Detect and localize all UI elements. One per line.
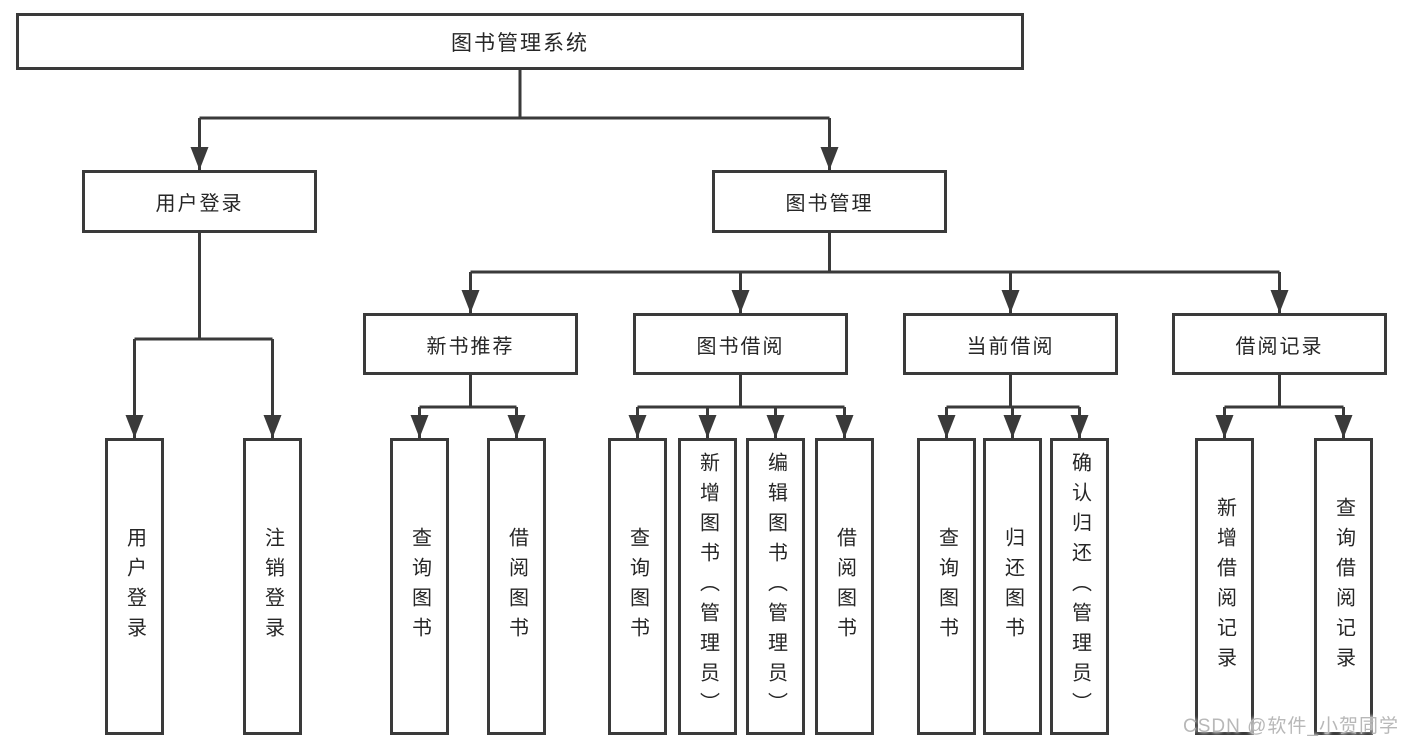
node-user-login: 用户登录: [82, 170, 317, 233]
watermark: CSDN @软件_小贺同学: [1183, 716, 1399, 737]
leaf-br-add-record: 新增借阅记录: [1195, 438, 1254, 735]
connector-book-management: [470, 233, 1280, 274]
node-current-borrow: 当前借阅: [903, 313, 1118, 375]
leaf-nbr-query-books: 查询图书: [390, 438, 449, 735]
node-borrow-records: 借阅记录: [1172, 313, 1387, 375]
leaf-cb-query-books: 查询图书: [917, 438, 976, 735]
leaf-bb-add-books-admin: 新增图书（管理员）: [678, 438, 737, 735]
node-root: 图书管理系统: [16, 13, 1024, 70]
leaf-cb-confirm-return-admin: 确认归还（管理员）: [1050, 438, 1109, 735]
leaf-user-login: 用户登录: [105, 438, 164, 735]
connector-current-borrow: [946, 375, 1080, 409]
leaf-cb-return-books: 归还图书: [983, 438, 1042, 735]
connector-root: [199, 70, 830, 120]
leaf-bb-query-books: 查询图书: [608, 438, 667, 735]
leaf-bb-borrow-books: 借阅图书: [815, 438, 874, 735]
node-book-management: 图书管理: [712, 170, 947, 233]
node-book-borrow: 图书借阅: [633, 313, 848, 375]
connector-borrow-records: [1224, 375, 1344, 409]
connector-new-books: [419, 375, 517, 409]
leaf-br-query-record: 查询借阅记录: [1314, 438, 1373, 735]
leaf-nbr-borrow-books: 借阅图书: [487, 438, 546, 735]
node-new-book-recommend: 新书推荐: [363, 313, 578, 375]
connector-user-login: [134, 233, 273, 341]
leaf-logout-login: 注销登录: [243, 438, 302, 735]
connector-book-borrow: [637, 375, 845, 409]
leaf-bb-edit-books-admin: 编辑图书（管理员）: [746, 438, 805, 735]
